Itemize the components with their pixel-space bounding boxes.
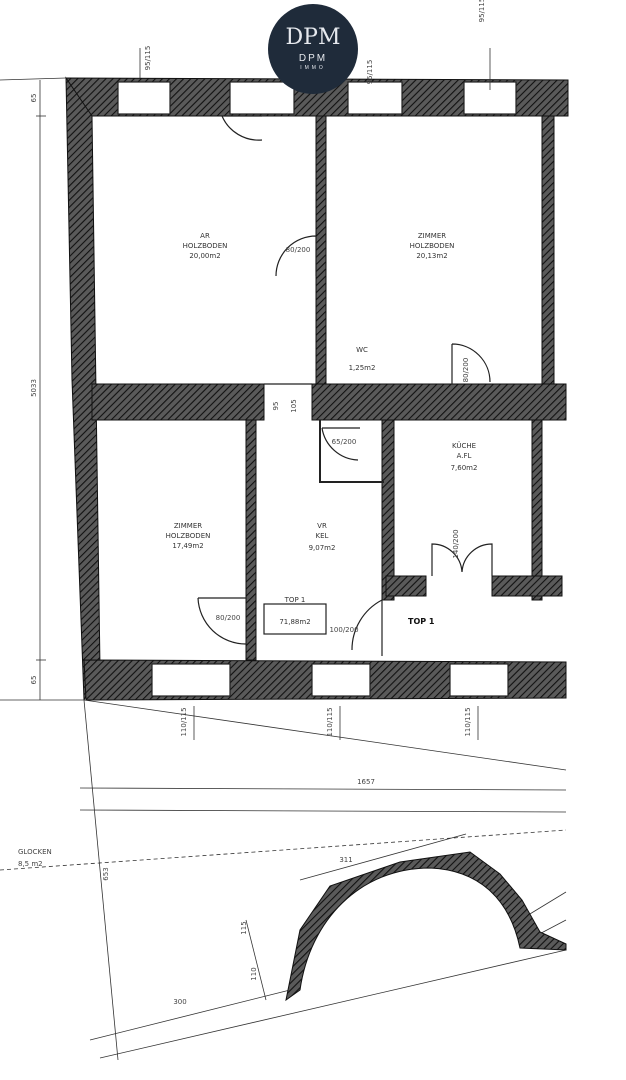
dim-top-window1: 95/115 — [144, 46, 152, 71]
wall-vertical-zimmer — [245, 419, 257, 661]
room-kueche-area: 7,60m2 — [451, 464, 478, 472]
top1-box — [263, 603, 327, 635]
windows-top — [117, 81, 517, 115]
top1-area: 71,88m2 — [279, 618, 310, 626]
window-top-2 — [229, 81, 295, 115]
wall-mid-horizontal-left — [91, 383, 265, 421]
door-zimmer — [197, 597, 247, 645]
window-top-1 — [117, 81, 171, 115]
dpm-logo: DPM DPM IMMO — [268, 4, 358, 94]
dim-door-kitchen-double: 140/200 — [452, 529, 460, 558]
dim-left-top: 65 — [30, 94, 38, 103]
logo-brand: DPM — [298, 53, 328, 64]
room-zimmer-top-floor: HOLZBODEN — [410, 242, 455, 250]
room-zimmer-bottom-name: ZIMMER — [174, 522, 202, 530]
window-bottom-3 — [449, 663, 509, 697]
window-bottom-1 — [151, 663, 231, 697]
room-zimmer-top-area: 20,13m2 — [416, 252, 447, 260]
dim-wall: 115 — [240, 921, 248, 934]
top1-title: TOP 1 — [284, 596, 306, 604]
logo-sub: IMMO — [300, 65, 326, 71]
dim-corridor2: 105 — [290, 399, 298, 412]
room-vr-floor: KEL — [316, 532, 329, 540]
dim-left-bottom: 65 — [30, 676, 38, 685]
doors — [197, 115, 493, 656]
room-kueche-floor: A.FL — [457, 452, 472, 460]
door-ar-inner — [275, 235, 317, 277]
wall-mid-horizontal-right — [311, 383, 567, 421]
room-zimmer-top-name: ZIMMER — [418, 232, 446, 240]
dim-side: 300 — [173, 998, 186, 1006]
dim-top-window2: 95/115 — [366, 60, 374, 85]
dim-arc: 311 — [339, 856, 352, 864]
top1-side-label: TOP 1 — [408, 617, 435, 626]
dim-vert: 653 — [102, 867, 110, 880]
door-kueche — [451, 343, 491, 384]
dim-bottom-w3: 110/115 — [464, 707, 472, 736]
room-zimmer-bottom-area: 17,49m2 — [172, 542, 203, 550]
dim-note1: GLOCKEN — [18, 848, 52, 856]
room-vr-area: 9,07m2 — [309, 544, 336, 552]
room-vr-name: VR — [317, 522, 327, 530]
dim-door-ar: 80/200 — [286, 246, 311, 254]
room-zimmer-bottom-floor: HOLZBODEN — [166, 532, 211, 540]
room-wc-area: 1,25m2 — [349, 364, 376, 372]
wall-kitchen-bottom — [385, 575, 427, 597]
room-ar-floor: HOLZBODEN — [183, 242, 228, 250]
dim-door-wc: 65/200 — [332, 438, 357, 446]
windows-bottom — [151, 663, 509, 697]
window-bottom-2 — [311, 663, 371, 697]
wc-wall — [319, 420, 384, 483]
interior-walls — [91, 115, 567, 661]
dim-door-zimmer: 80/200 — [216, 614, 241, 622]
wall-vertical-kueche — [381, 419, 395, 601]
door-kitchen-double — [431, 543, 493, 576]
door-ar — [221, 115, 263, 141]
dim-left-mid: 5033 — [30, 379, 38, 397]
dim-top-right: 95/115 — [478, 0, 486, 22]
wall-vertical-top — [315, 115, 327, 385]
dim-bottom-w1: 110/115 — [180, 707, 188, 736]
wall-kitchen-bottom-right — [491, 575, 563, 597]
dim-door-entry: 100/200 — [329, 626, 358, 634]
dim-gap: 110 — [250, 967, 258, 980]
room-ar-area: 20,00m2 — [189, 252, 220, 260]
room-ar-name: AR — [200, 232, 210, 240]
dim-corridor: 95 — [272, 402, 280, 411]
door-entry — [351, 599, 383, 656]
dim-length: 1657 — [357, 778, 375, 786]
room-wc-name: WC — [356, 346, 368, 354]
dimension-labels: 95/115 95/115 95/115 65 5033 65 80/200 8… — [18, 0, 486, 1006]
logo-monogram: DPM — [285, 25, 341, 50]
dim-door-kueche: 80/200 — [462, 358, 470, 383]
wall-right-upper — [541, 115, 555, 385]
wall-right-lower — [531, 419, 543, 601]
dim-note2: 8,5 m2 — [18, 860, 43, 868]
window-top-3 — [347, 81, 403, 115]
room-kueche-name: KÜCHE — [452, 441, 476, 450]
room-labels: AR HOLZBODEN 20,00m2 ZIMMER HOLZBODEN 20… — [166, 232, 478, 626]
arch-wall — [285, 851, 567, 1002]
door-wc — [321, 427, 360, 461]
dim-bottom-w2: 110/115 — [326, 707, 334, 736]
